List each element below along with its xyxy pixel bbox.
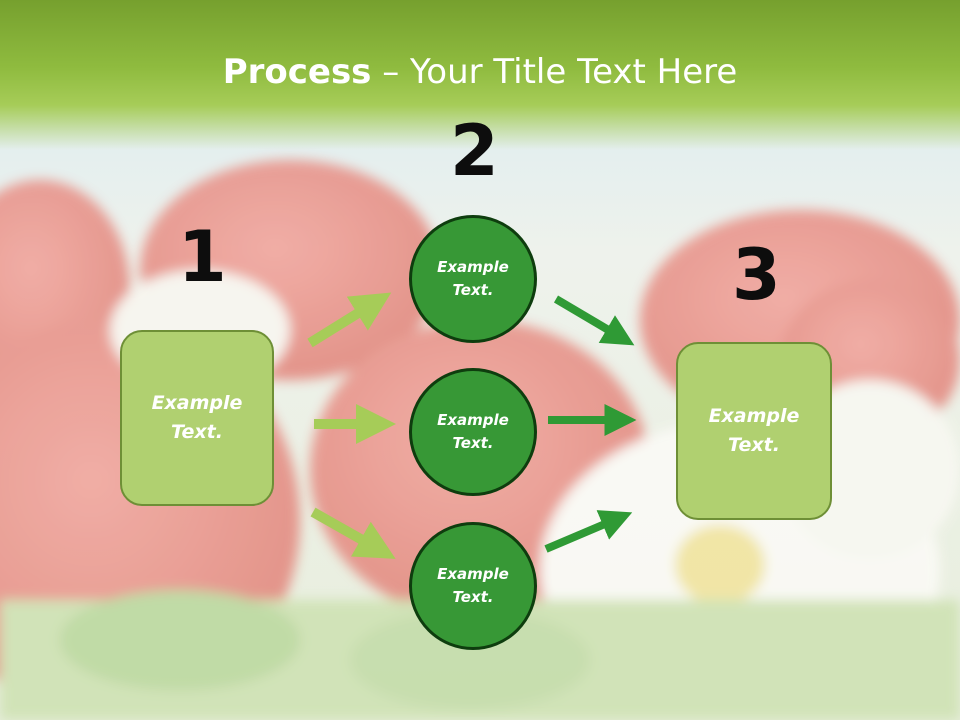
arrow-1-to-2c: [310, 507, 396, 559]
step-number-2: 2: [450, 110, 499, 192]
circle-node-2-text: Example Text.: [437, 411, 509, 452]
arrow-2c-to-3: [544, 510, 633, 553]
circle-node-3: Example Text.: [409, 522, 537, 650]
title-banner: [0, 0, 960, 150]
left-box-text: Example Text.: [151, 392, 243, 443]
right-box-text: Example Text.: [708, 405, 800, 456]
right-box: Example Text.: [676, 342, 832, 520]
circle-node-3-text: Example Text.: [437, 565, 509, 606]
circle-node-1: Example Text.: [409, 215, 537, 343]
slide-title: Process – Your Title Text Here: [0, 52, 960, 92]
title-bold: Process: [222, 52, 372, 92]
step-number-3: 3: [732, 234, 781, 316]
left-box: Example Text.: [120, 330, 274, 506]
step-number-1: 1: [178, 216, 227, 298]
circle-node-2: Example Text.: [409, 368, 537, 496]
title-rest: – Your Title Text Here: [371, 52, 738, 92]
circle-node-1-text: Example Text.: [437, 258, 509, 299]
arrow-1-to-2a: [307, 292, 392, 348]
arrow-2a-to-3: [553, 295, 635, 346]
